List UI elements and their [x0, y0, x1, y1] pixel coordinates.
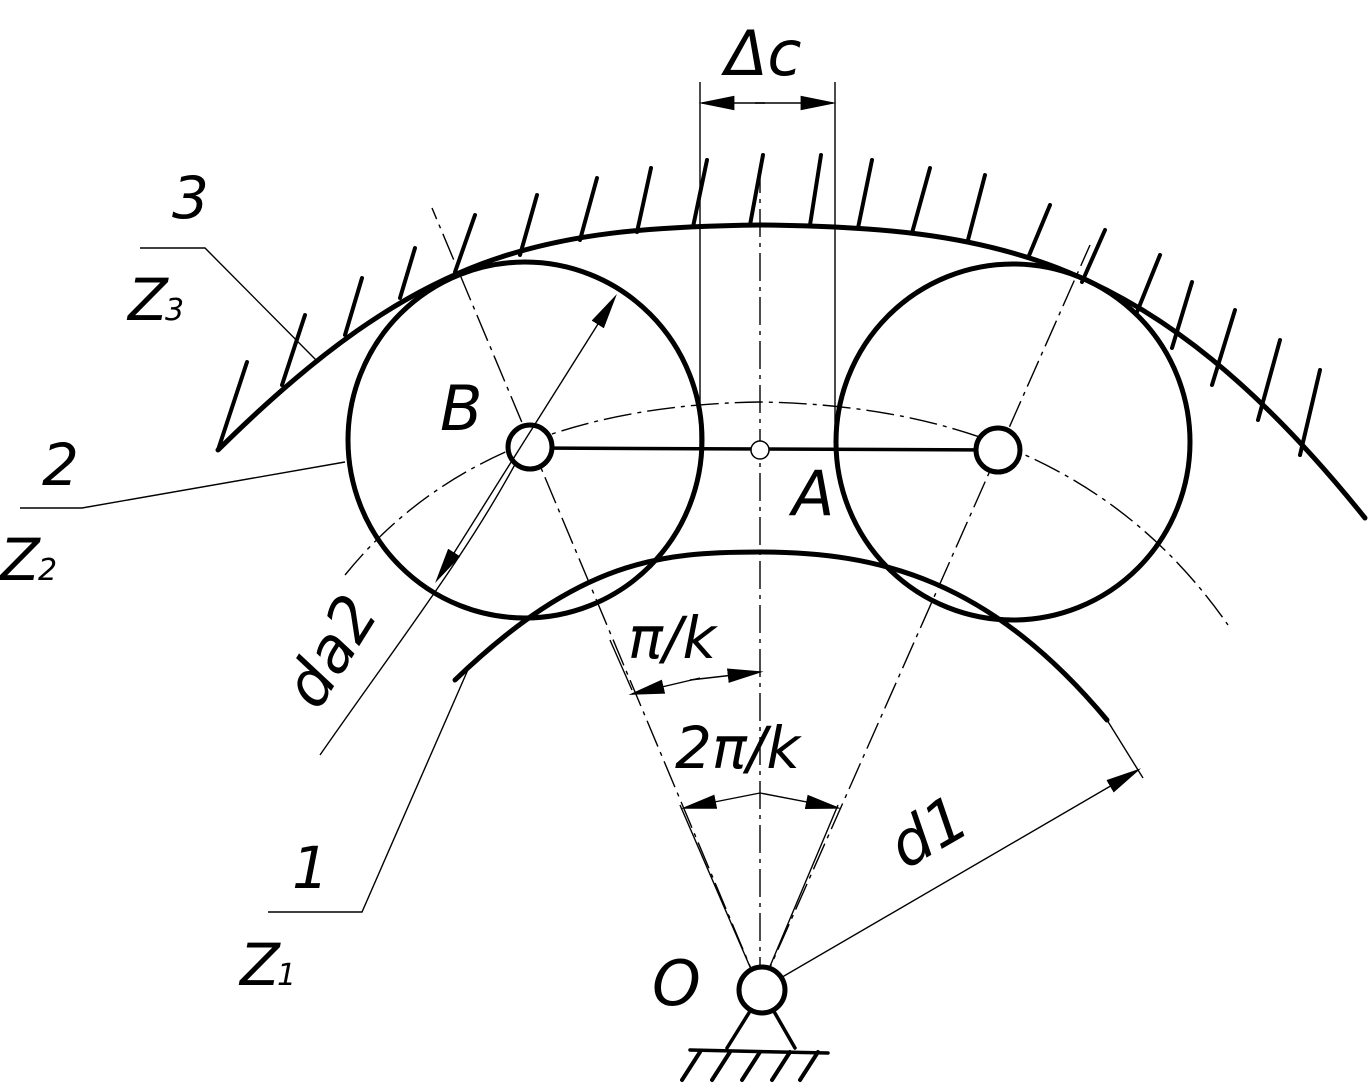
label-O: O	[652, 947, 701, 1020]
fixed-support	[680, 1006, 830, 1082]
centerline-right	[759, 244, 1091, 991]
pi-k-dim-left	[628, 677, 701, 695]
label-z1-sub: 1	[277, 958, 296, 993]
ring-hatching	[216, 153, 1322, 457]
pivot-right	[973, 425, 1023, 475]
label-two-pi-k: 2π/k	[675, 714, 802, 782]
planet-gear-right	[833, 261, 1193, 623]
label-part-2: 2	[42, 431, 79, 499]
label-z3-sub: 3	[165, 293, 184, 328]
leader-3	[140, 247, 319, 363]
leader-1	[268, 664, 471, 913]
ray-2pi-right	[759, 804, 839, 991]
label-part-3: 3	[172, 164, 209, 232]
label-z2-sub: 2	[38, 553, 57, 588]
label-d1: d1	[876, 780, 981, 883]
da2-dim-up	[524, 293, 617, 441]
pi-k-dim-right	[689, 668, 764, 683]
ray-2pi-left	[679, 804, 761, 991]
centerline-left	[431, 207, 761, 991]
addendum-circle-line	[319, 454, 521, 756]
leader-2	[20, 461, 346, 509]
label-z1: Z	[238, 931, 281, 999]
two-pi-k-dim-right	[759, 792, 842, 809]
carrier-center-point	[750, 440, 770, 460]
two-pi-k-dim-left	[680, 792, 761, 809]
planet-gear-left	[345, 259, 705, 621]
label-delta-c: Δc	[721, 17, 802, 90]
label-pi-k: π/k	[628, 604, 718, 672]
label-A: A	[788, 457, 834, 530]
label-z3: Z	[126, 266, 169, 334]
label-B: B	[440, 372, 483, 445]
label-z2: Z	[0, 526, 41, 594]
label-part-1: 1	[292, 834, 329, 902]
label-da2: da2	[269, 582, 393, 720]
da2-dim-down	[435, 439, 526, 584]
pivot-B	[505, 422, 555, 472]
sun-gear-1-arc	[452, 549, 1110, 723]
d1-ext	[1106, 719, 1144, 779]
d1-dim	[759, 768, 1142, 991]
pivot-O	[736, 964, 788, 1016]
ray-pi-left	[609, 639, 633, 691]
